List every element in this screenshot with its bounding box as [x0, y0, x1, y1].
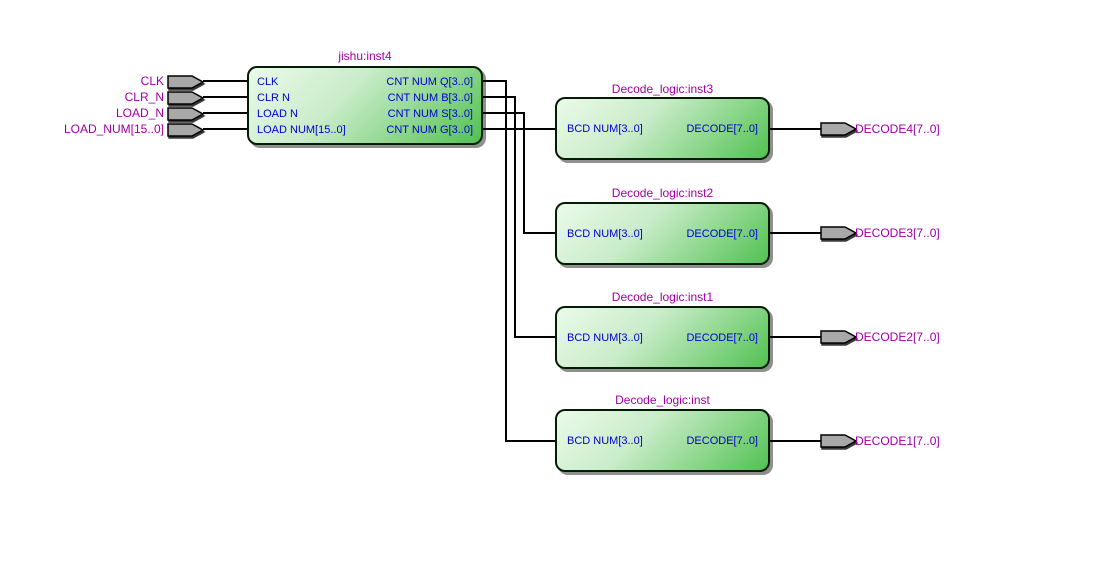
block-decode-logic-inst[interactable]: BCD NUM[3..0] DECODE[7..0] — [555, 409, 770, 472]
input-pin-label-clk: CLK — [140, 74, 164, 88]
port-cnt-num-g: CNT NUM G[3..0] — [386, 124, 473, 136]
port-clr-n: CLR N — [257, 92, 291, 104]
port-bcd-num: BCD NUM[3..0] — [567, 122, 643, 135]
output-pin-icon-decode4[interactable] — [820, 121, 858, 137]
port-row: CLK CNT NUM Q[3..0] — [257, 74, 473, 90]
port-bcd-num: BCD NUM[3..0] — [567, 434, 643, 447]
output-pin-icon-decode1[interactable] — [820, 433, 858, 449]
wire-decode3[interactable] — [770, 232, 822, 234]
wire-q-stub[interactable] — [483, 80, 507, 82]
wire-decode2[interactable] — [770, 336, 822, 338]
wire-b-vertical[interactable] — [514, 96, 516, 338]
port-decode: DECODE[7..0] — [686, 227, 758, 240]
output-pin-label-decode3: DECODE3[7..0] — [855, 226, 940, 240]
port-load-n: LOAD N — [257, 108, 298, 120]
output-pin-icon-decode3[interactable] — [820, 225, 858, 241]
wire-load-num[interactable] — [203, 128, 247, 130]
output-pin-icon-decode2[interactable] — [820, 329, 858, 345]
wire-clk[interactable] — [203, 80, 247, 82]
wire-s-to-inst2[interactable] — [523, 232, 555, 234]
block-jishu-inst4[interactable]: CLK CNT NUM Q[3..0] CLR N CNT NUM B[3..0… — [247, 66, 483, 145]
port-decode: DECODE[7..0] — [686, 331, 758, 344]
port-load-num: LOAD NUM[15..0] — [257, 124, 346, 136]
port-bcd-num: BCD NUM[3..0] — [567, 331, 643, 344]
port-bcd-num: BCD NUM[3..0] — [567, 227, 643, 240]
instance-title-decode-inst: Decode_logic:inst — [615, 393, 710, 407]
output-pin-label-decode1: DECODE1[7..0] — [855, 434, 940, 448]
instance-title-decode-inst1: Decode_logic:inst1 — [611, 290, 714, 304]
input-pin-icon-load-n[interactable] — [167, 106, 205, 122]
wire-q-to-inst[interactable] — [505, 440, 555, 442]
output-pin-label-decode4: DECODE4[7..0] — [855, 122, 940, 136]
port-cnt-num-s: CNT NUM S[3..0] — [387, 108, 473, 120]
wire-g-to-inst3[interactable] — [483, 128, 555, 130]
port-cnt-num-b: CNT NUM B[3..0] — [387, 92, 473, 104]
instance-title-decode-inst2: Decode_logic:inst2 — [611, 186, 714, 200]
wire-b-stub[interactable] — [483, 96, 516, 98]
wire-decode1[interactable] — [770, 440, 822, 442]
input-pin-label-load-n: LOAD_N — [115, 106, 164, 120]
wire-s-stub[interactable] — [483, 112, 525, 114]
block-decode-logic-inst1[interactable]: BCD NUM[3..0] DECODE[7..0] — [555, 306, 770, 369]
input-pin-icon-clr-n[interactable] — [167, 90, 205, 106]
output-pin-label-decode2: DECODE2[7..0] — [855, 330, 940, 344]
wire-q-vertical[interactable] — [505, 80, 507, 442]
instance-title-decode-inst3: Decode_logic:inst3 — [611, 82, 714, 96]
wire-decode4[interactable] — [770, 128, 822, 130]
input-pin-icon-clk[interactable] — [167, 74, 205, 90]
input-pin-label-clr-n: CLR_N — [124, 90, 164, 104]
port-cnt-num-q: CNT NUM Q[3..0] — [386, 76, 473, 88]
port-decode: DECODE[7..0] — [686, 122, 758, 135]
block-decode-logic-inst3[interactable]: BCD NUM[3..0] DECODE[7..0] — [555, 97, 770, 160]
input-pin-icon-load-num[interactable] — [167, 122, 205, 138]
wire-load-n[interactable] — [203, 112, 247, 114]
port-decode: DECODE[7..0] — [686, 434, 758, 447]
wire-s-vertical[interactable] — [523, 112, 525, 234]
instance-title-jishu-inst4: jishu:inst4 — [338, 49, 392, 63]
port-row: CLR N CNT NUM B[3..0] — [257, 90, 473, 106]
wire-b-to-inst1[interactable] — [514, 336, 555, 338]
port-clk: CLK — [257, 76, 279, 88]
input-pin-label-load-num: LOAD_NUM[15..0] — [63, 122, 164, 136]
port-row: LOAD N CNT NUM S[3..0] — [257, 106, 473, 122]
port-row: LOAD NUM[15..0] CNT NUM G[3..0] — [257, 122, 473, 138]
block-decode-logic-inst2[interactable]: BCD NUM[3..0] DECODE[7..0] — [555, 202, 770, 265]
wire-clr-n[interactable] — [203, 96, 247, 98]
